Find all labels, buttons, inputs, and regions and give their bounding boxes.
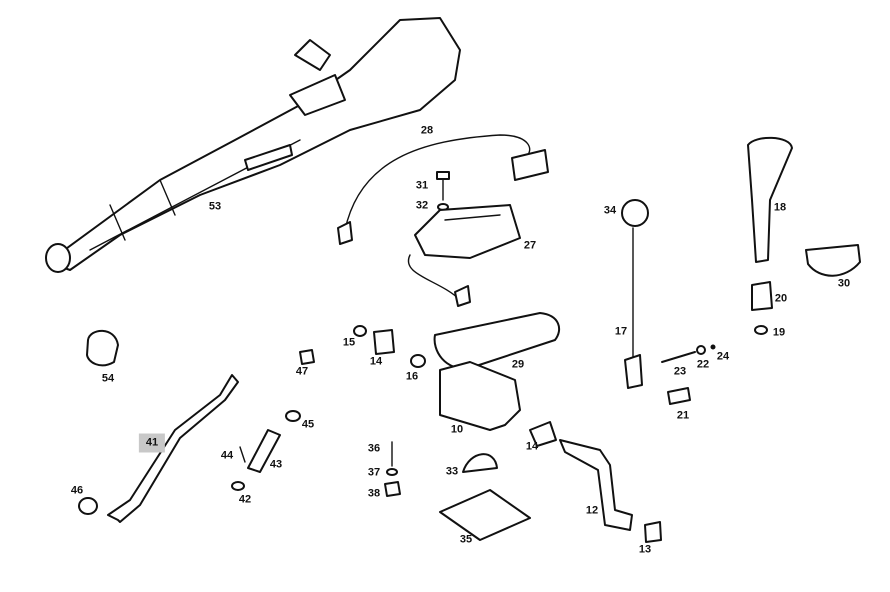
callout-20[interactable]: 20 [774,292,788,305]
callout-34[interactable]: 34 [603,204,617,217]
part-22-washer[interactable] [696,345,706,355]
part-18-boot[interactable] [747,136,793,263]
part-35-gasket[interactable] [439,489,531,541]
part-53-column-jacket[interactable] [45,17,461,273]
callout-38[interactable]: 38 [367,487,381,500]
part-14-bushing-2[interactable] [529,421,557,447]
callout-17[interactable]: 17 [614,325,628,338]
part-21-spring[interactable] [667,387,691,405]
part-20-bracket[interactable] [751,281,773,311]
part-54-cap[interactable] [86,329,119,367]
part-31-bolt[interactable] [436,171,450,201]
callout-47[interactable]: 47 [295,365,309,378]
callout-24[interactable]: 24 [716,350,730,363]
callout-14[interactable]: 14 [369,355,383,368]
callout-45[interactable]: 45 [301,418,315,431]
callout-19[interactable]: 19 [772,326,786,339]
callout-32[interactable]: 32 [415,199,429,212]
part-12-lever[interactable] [559,439,633,531]
callout-35[interactable]: 35 [459,533,473,546]
callout-36[interactable]: 36 [367,442,381,455]
part-28-harness[interactable] [337,134,549,245]
part-37-washer[interactable] [386,468,398,476]
callout-31[interactable]: 31 [415,179,429,192]
callout-37[interactable]: 37 [367,466,381,479]
part-46-grommet[interactable] [78,497,98,515]
callout-29[interactable]: 29 [511,358,525,371]
part-30-bellows[interactable] [805,244,861,277]
part-17-shift-lever[interactable] [624,227,643,389]
callout-21[interactable]: 21 [676,409,690,422]
callout-44[interactable]: 44 [220,449,234,462]
callout-41-highlighted[interactable]: 41 [138,433,166,453]
callout-43[interactable]: 43 [269,458,283,471]
part-23-pin[interactable] [661,351,696,363]
callout-27[interactable]: 27 [523,239,537,252]
part-45-cap[interactable] [285,410,301,422]
part-24-clip[interactable] [710,344,716,350]
part-13-cap[interactable] [644,521,662,543]
callout-30[interactable]: 30 [837,277,851,290]
part-16-ring[interactable] [410,354,426,368]
part-44-pin[interactable] [239,446,246,463]
callout-42[interactable]: 42 [238,493,252,506]
callout-54[interactable]: 54 [101,372,115,385]
callout-16[interactable]: 16 [405,370,419,383]
callout-23[interactable]: 23 [673,365,687,378]
part-38-nut[interactable] [384,481,401,497]
part-14-bushing[interactable] [373,329,395,355]
callout-12[interactable]: 12 [585,504,599,517]
part-10-housing[interactable] [439,361,521,431]
part-43-sleeve[interactable] [247,429,281,473]
part-41-rod[interactable] [107,374,239,523]
callout-33[interactable]: 33 [445,465,459,478]
part-15-ring[interactable] [353,325,367,337]
part-27-gate-plate[interactable] [407,204,521,307]
callout-53[interactable]: 53 [208,200,222,213]
part-19-nut[interactable] [754,325,768,335]
callout-14-second[interactable]: 14 [525,440,539,453]
callout-28[interactable]: 28 [420,124,434,137]
callout-22[interactable]: 22 [696,358,710,371]
part-34-knob[interactable] [621,199,649,227]
part-47-clip[interactable] [299,349,315,365]
callout-15[interactable]: 15 [342,336,356,349]
callout-18[interactable]: 18 [773,201,787,214]
part-33-segment[interactable] [462,453,498,473]
callout-46[interactable]: 46 [70,484,84,497]
callout-13[interactable]: 13 [638,543,652,556]
part-42-washer[interactable] [231,481,245,491]
part-29-cover[interactable] [433,312,561,370]
callout-10[interactable]: 10 [450,423,464,436]
